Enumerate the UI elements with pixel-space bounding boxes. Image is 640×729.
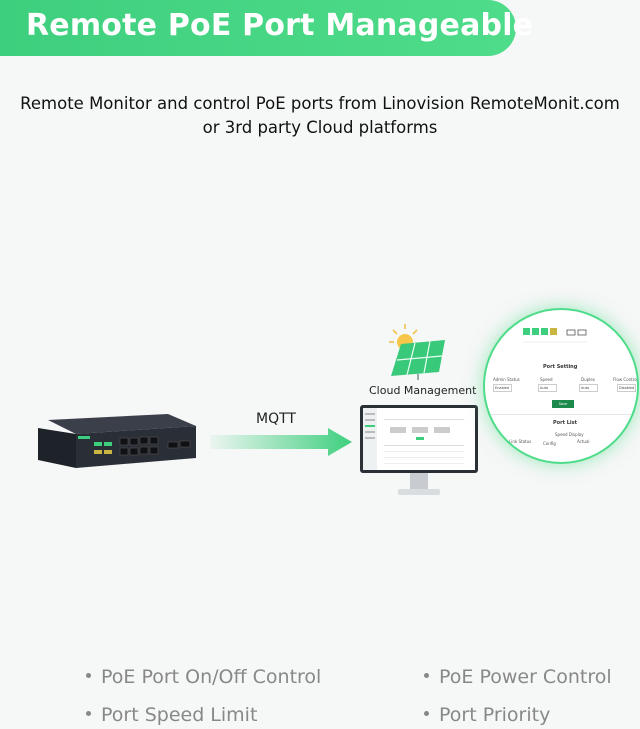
- zoomed-port-setting-panel: Port Setting Admin Status Speed Duplex F…: [483, 308, 639, 464]
- bullet-icon: [86, 673, 91, 678]
- feature-item: PoE Port On/Off Control: [86, 666, 321, 688]
- column-speed: Speed: [540, 377, 553, 382]
- switch-side: [38, 428, 76, 468]
- column-flow-control: Flow Control: [613, 377, 638, 382]
- subtitle-line-2: or 3rd party Cloud platforms: [202, 118, 438, 137]
- mqtt-label: MQTT: [256, 411, 296, 427]
- flow-control-select[interactable]: Disabled: [617, 384, 636, 392]
- poe-switch-image: [38, 414, 196, 468]
- column-duplex: Duplex: [581, 377, 596, 382]
- divider: [491, 414, 631, 415]
- subtitle-line-1: Remote Monitor and control PoE ports fro…: [20, 94, 620, 113]
- bullet-icon: [424, 711, 429, 716]
- list-header-actual: Actual: [577, 439, 590, 444]
- led-2: [104, 442, 112, 446]
- solar-panel-icon: [389, 324, 445, 380]
- speed-display-label: Speed Display: [555, 432, 584, 437]
- switch-front: [76, 426, 196, 468]
- speed-select[interactable]: Auto: [538, 384, 557, 392]
- admin-status-select[interactable]: Enabled: [493, 384, 512, 392]
- bullet-icon: [86, 711, 91, 716]
- feature-item: Port Priority: [424, 704, 550, 726]
- led-4: [104, 450, 112, 454]
- column-admin-status: Admin Status: [493, 377, 520, 382]
- port-list-title: Port List: [553, 420, 577, 426]
- monitor-icon: [360, 405, 478, 495]
- subtitle: Remote Monitor and control PoE ports fro…: [0, 92, 640, 140]
- arrow-right-icon: [210, 428, 352, 456]
- list-header-config: Config: [543, 441, 556, 446]
- bullet-icon: [424, 673, 429, 678]
- save-button[interactable]: Save: [552, 400, 574, 408]
- title-banner: Remote PoE Port Manageable: [0, 0, 533, 56]
- list-header-link-status: Link Status: [509, 439, 532, 444]
- page-title: Remote PoE Port Manageable: [26, 8, 534, 43]
- feature-item: PoE Power Control: [424, 666, 612, 688]
- feature-item: Port Speed Limit: [86, 704, 257, 726]
- duplex-select[interactable]: Auto: [579, 384, 598, 392]
- port-setting-title: Port Setting: [543, 364, 578, 370]
- port-leds-icon: [523, 328, 587, 343]
- switch-top: [48, 414, 196, 434]
- led-3: [94, 450, 102, 454]
- cloud-management-label: Cloud Management: [369, 384, 477, 397]
- brand-strip: [78, 436, 90, 439]
- led-1: [94, 442, 102, 446]
